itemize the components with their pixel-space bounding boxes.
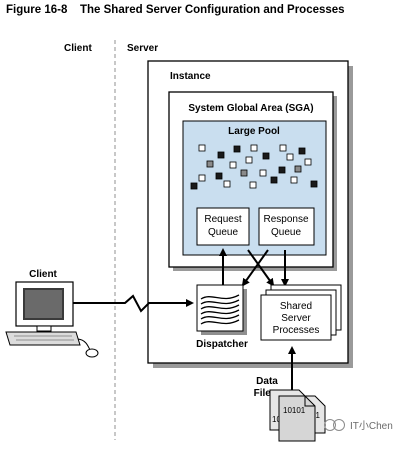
- memory-block: [294, 165, 302, 173]
- shared-server-box: [260, 294, 332, 341]
- data-files-label-line2: Files: [254, 388, 277, 399]
- response-queue-box: [258, 207, 315, 246]
- memory-blocks: [190, 144, 318, 190]
- memory-block: [286, 153, 294, 161]
- memory-block: [198, 144, 206, 152]
- figure-number: Figure 16-8: [6, 4, 68, 16]
- memory-block: [245, 156, 253, 164]
- memory-block: [223, 180, 231, 188]
- memory-block: [229, 161, 237, 169]
- data-file-back-text: 10: [272, 415, 281, 424]
- figure-title: The Shared Server Configuration and Proc…: [80, 4, 345, 16]
- memory-block: [233, 145, 241, 153]
- data-file-side-text: 01: [311, 411, 320, 420]
- memory-block: [240, 169, 248, 177]
- memory-block: [310, 180, 318, 188]
- watermark-text: IT小Chen: [350, 420, 393, 432]
- client-computer-icon: [5, 281, 99, 358]
- shared-server-label-line3: Processes: [273, 325, 320, 336]
- memory-block: [190, 182, 198, 190]
- memory-block: [278, 166, 286, 174]
- memory-block: [249, 181, 257, 189]
- dispatcher-label: Dispatcher: [196, 339, 248, 350]
- client-column-label: Client: [64, 43, 92, 54]
- request-queue-box: [196, 207, 250, 246]
- client-machine-label: Client: [29, 269, 57, 280]
- large-pool-label: Large Pool: [228, 126, 280, 137]
- dispatcher-waves-icon: [200, 294, 240, 325]
- data-files-label-line1: Data: [256, 376, 278, 387]
- memory-block: [217, 151, 225, 159]
- memory-block: [259, 169, 267, 177]
- response-queue-label-line2: Queue: [271, 227, 301, 238]
- shared-server-label-line2: Server: [281, 313, 311, 324]
- data-file-front-text: 10101: [283, 406, 306, 415]
- memory-block: [290, 176, 298, 184]
- memory-block: [250, 144, 258, 152]
- request-queue-label-line2: Queue: [208, 227, 238, 238]
- memory-block: [279, 144, 287, 152]
- memory-block: [206, 160, 214, 168]
- instance-label: Instance: [170, 71, 211, 82]
- response-to-dispatcher-arrow: [241, 249, 269, 287]
- request-to-shared-arrow: [247, 249, 275, 287]
- request-queue-label-line1: Request: [204, 214, 241, 225]
- memory-block: [215, 172, 223, 180]
- data-files-icon: 10 01 10101: [269, 389, 326, 442]
- server-column-label: Server: [127, 43, 158, 54]
- memory-block: [262, 152, 270, 160]
- memory-block: [198, 174, 206, 182]
- watermark: IT小Chen: [324, 419, 393, 432]
- shared-server-label-line1: Shared: [280, 301, 312, 312]
- memory-block: [298, 147, 306, 155]
- response-queue-label-line1: Response: [263, 214, 308, 225]
- client-to-dispatcher-connection: [73, 294, 194, 313]
- sga-label: System Global Area (SGA): [188, 103, 313, 114]
- memory-block: [304, 158, 312, 166]
- memory-block: [270, 176, 278, 184]
